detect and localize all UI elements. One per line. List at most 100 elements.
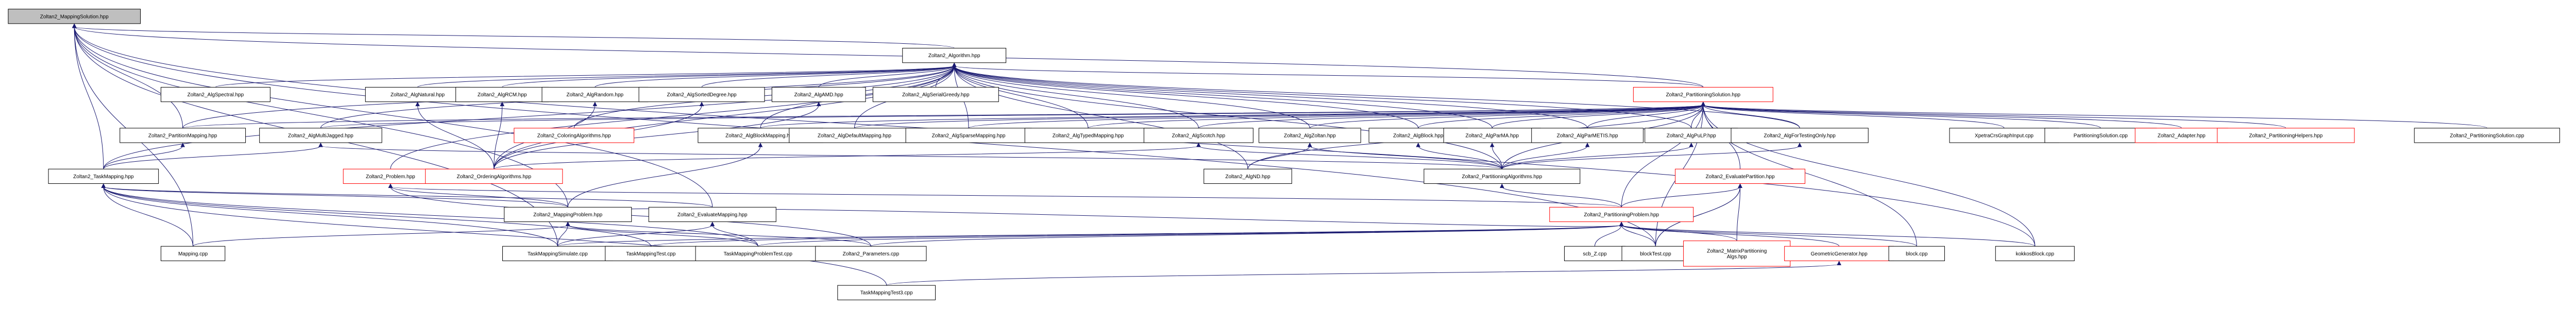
node-box [1549,207,1694,222]
node-box [504,207,632,222]
node-alg-scotch[interactable]: Zoltan2_AlgScotch.hpp [1143,128,1253,143]
node-alg-rcm[interactable]: Zoltan2_AlgRCM.hpp [455,87,549,102]
edge-ordering_algorithms-to-alg_amd [494,105,819,169]
edge-xpetra_crs_graph_input-to-partitioning_solution [1703,105,2005,129]
node-label: Zoltan2_PartitioningAlgorithms.hpp [1462,174,1543,180]
node-partitioning-solution[interactable]: Zoltan2_PartitioningSolution.hpp [1633,87,1773,102]
edge-partitioning_algorithms-to-alg_multijagged [320,145,1502,169]
node-box [120,128,246,143]
node-label: Zoltan2_AlgDefaultMapping.hpp [818,133,891,139]
arrowhead [758,142,763,147]
node-alg-parmetis[interactable]: Zoltan2_AlgParMETIS.hpp [1531,128,1643,143]
node-alg-sorted-degree[interactable]: Zoltan2_AlgSortedDegree.hpp [638,87,765,102]
node-label: Zoltan2_AlgScotch.hpp [1172,133,1226,139]
node-alg-sparse-mapping[interactable]: Zoltan2_AlgSparseMapping.hpp [905,128,1032,143]
edge-geometric_generator-to-partitioning_problem [1621,225,1840,247]
edge-alg_zoltan-to-partitioning_solution [1309,105,1704,129]
node-evaluate-partition[interactable]: Zoltan2_EvaluatePartition.hpp [1675,168,1805,184]
node-task-mapping[interactable]: Zoltan2_TaskMapping.hpp [48,168,159,184]
edge-alg_sorted_degree-to-algorithm [701,65,955,88]
node-block-cpp[interactable]: block.cpp [1888,246,1945,261]
arrowhead [318,142,323,147]
edge-alg_sparse_mapping-to-partitioning_solution [968,105,1704,129]
node-box [160,87,270,102]
node-label: Zoltan2_EvaluatePartition.hpp [1706,174,1775,180]
node-evaluate-mapping[interactable]: Zoltan2_EvaluateMapping.hpp [648,207,776,222]
arrowhead [1196,142,1201,147]
arrowhead [72,23,77,28]
node-alg-nd[interactable]: Zoltan2_AlgND.hpp [1204,168,1292,184]
node-label: Zoltan2_PartitioningProblem.hpp [1584,212,1659,218]
edge-mapping_problem-to-partitioning_problem [567,208,1622,227]
node-z2-partitioning-solution-cpp[interactable]: Zoltan2_PartitioningSolution.cpp [2414,128,2560,143]
node-block-test[interactable]: blockTest.cpp [1621,246,1690,261]
node-partitioning-problem[interactable]: Zoltan2_PartitioningProblem.hpp [1549,207,1694,222]
edge-z2_parameters-to-partitioning_problem [870,225,1622,247]
node-problem[interactable]: Zoltan2_Problem.hpp [343,168,438,184]
edge-partitioning_algorithms-to-alg_for_testing_only [1501,145,1800,169]
node-alg-pulp[interactable]: Zoltan2_AlgPuLP.hpp [1645,128,1738,143]
node-scb-z[interactable]: scb_Z.cpp [1564,246,1625,261]
edge-block_cpp-to-partitioning_problem [1621,225,1917,247]
arrowhead [415,101,420,107]
node-label: Zoltan2_Parameters.cpp [843,251,900,257]
node-alg-natural[interactable]: Zoltan2_AlgNatural.hpp [365,87,470,102]
edge-partitioning_helpers-to-partitioning_solution [1703,105,2286,129]
node-task-mapping-test3[interactable]: TaskMappingTest3.cpp [837,285,936,300]
edge-algorithm-to-mapping_solution [74,26,955,48]
node-algorithm[interactable]: Zoltan2_Algorithm.hpp [902,48,1007,63]
nodes-layer: Zoltan2_MappingSolution.hppZoltan2_Algor… [8,9,2560,300]
node-coloring-algorithms[interactable]: Zoltan2_ColoringAlgorithms.hpp [514,128,635,143]
node-task-mapping-simulate[interactable]: TaskMappingSimulate.cpp [502,246,613,261]
node-alg-for-testing-only[interactable]: Zoltan2_AlgForTestingOnly.hpp [1731,128,1869,143]
node-task-mapping-problem-test[interactable]: TaskMappingProblemTest.cpp [695,246,821,261]
node-label: Zoltan2_PartitioningSolution.cpp [2450,133,2524,139]
edge-scb_z-to-partitioning_problem [1594,225,1622,247]
node-alg-amd[interactable]: Zoltan2_AlgAMD.hpp [771,87,866,102]
node-box [1675,168,1805,184]
arrowhead [1689,142,1694,147]
node-label: scb_Z.cpp [1583,251,1607,257]
edge-ordering_algorithms-to-alg_scotch [494,145,1199,169]
edge-partitioning_algorithms-to-alg_parmetis [1501,145,1588,169]
node-alg-serial[interactable]: Zoltan2_AlgSpectral.hpp [160,87,270,102]
arrowhead [699,101,704,107]
node-alg-parma[interactable]: Zoltan2_AlgParMA.hpp [1443,128,1541,143]
edges-layer [72,23,2487,286]
node-alg-random[interactable]: Zoltan2_AlgRandom.hpp [541,87,649,102]
node-alg-default-mapping[interactable]: Zoltan2_AlgDefaultMapping.hpp [789,128,920,143]
node-alg-zoltan[interactable]: Zoltan2_AlgZoltan.hpp [1259,128,1361,143]
node-label: Zoltan2_AlgND.hpp [1225,174,1270,180]
node-geometric-generator[interactable]: GeometricGenerator.hpp [1784,246,1894,261]
node-kokkos-block[interactable]: kokkosBlock.cpp [1995,246,2075,261]
node-label: Zoltan2_AlgBlock.hpp [1393,133,1444,139]
edge-partitioning_algorithms-to-alg_block [1418,145,1502,169]
node-task-mapping-test[interactable]: TaskMappingTest.cpp [605,246,697,261]
node-label: Zoltan2_MatrixPartitioning [1707,248,1767,254]
node-ordering-algorithms[interactable]: Zoltan2_OrderingAlgorithms.hpp [425,168,563,184]
node-adapter[interactable]: Zoltan2_Adapter.hpp [2134,128,2228,143]
node-label: XpetraCrsGraphInput.cpp [1975,133,2033,139]
node-alg-serial-greedy[interactable]: Zoltan2_AlgSerialGreedy.hpp [872,87,999,102]
node-box [365,87,470,102]
node-partition-mapping[interactable]: Zoltan2_PartitionMapping.hpp [120,128,246,143]
node-z2-parameters[interactable]: Zoltan2_Parameters.cpp [815,246,927,261]
arrowhead [1489,142,1495,147]
node-box [514,128,635,143]
node-box [343,168,438,184]
node-xpetra-crs-graph-input[interactable]: XpetraCrsGraphInput.cpp [1949,128,2059,143]
node-partitioning-helpers[interactable]: Zoltan2_PartitioningHelpers.hpp [2217,128,2355,143]
edge-matrix_partitioning_alg-to-evaluate_partition [1736,186,1741,241]
node-mapping-cpp[interactable]: Mapping.cpp [160,246,226,261]
edge-alg_typed_mapping-to-partitioning_solution [1088,105,1704,129]
edge-task_mapping_problem_test-to-partitioning_problem [757,225,1622,247]
node-label: GeometricGenerator.hpp [1811,251,1868,257]
node-partitioning-algorithms[interactable]: Zoltan2_PartitioningAlgorithms.hpp [1423,168,1581,184]
node-alg-multijagged[interactable]: Zoltan2_AlgMultiJagged.hpp [259,128,382,143]
edge-adapter-to-partitioning_solution [1703,105,2182,129]
arrowhead [952,62,957,67]
edge-ordering_algorithms-to-alg_natural [417,105,495,169]
node-mapping-problem[interactable]: Zoltan2_MappingProblem.hpp [504,207,632,222]
node-alg-typed-mapping[interactable]: Zoltan2_AlgTypedMapping.hpp [1024,128,1152,143]
